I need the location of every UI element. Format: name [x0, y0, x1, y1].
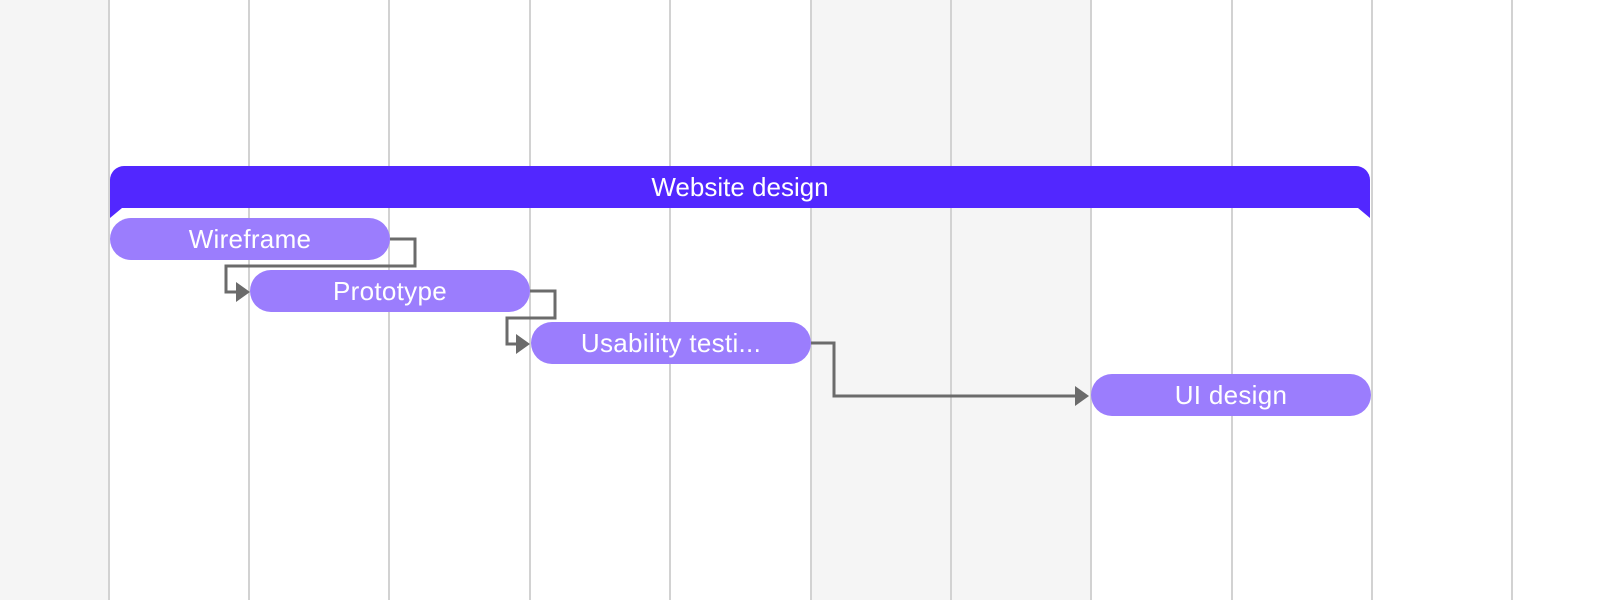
summary-bar-website-design[interactable]: Website design — [110, 166, 1370, 218]
summary-bar-label: Website design — [651, 172, 829, 202]
task-bar-label: Usability testi... — [580, 328, 762, 358]
task-bar-wireframe[interactable]: Wireframe — [110, 218, 390, 260]
timeline-column-weekend — [810, 0, 950, 600]
timeline-column — [108, 0, 248, 600]
timeline-column — [669, 0, 810, 600]
timeline-column — [1090, 0, 1231, 600]
timeline-column — [529, 0, 669, 600]
task-bar-label: UI design — [1174, 380, 1288, 410]
timeline-column — [0, 0, 110, 600]
task-bar-label: Wireframe — [188, 224, 312, 254]
summary-bar-notch-left — [110, 208, 122, 218]
task-bar-label: Prototype — [333, 276, 447, 306]
task-bar-usability-testing[interactable]: Usability testi... — [531, 322, 811, 364]
timeline-column-weekend — [950, 0, 1090, 600]
summary-bar-notch-right — [1358, 208, 1370, 218]
timeline-column — [1371, 0, 1511, 600]
task-bar-prototype[interactable]: Prototype — [250, 270, 530, 312]
task-bar-ui-design[interactable]: UI design — [1091, 374, 1371, 416]
timeline-column — [1231, 0, 1371, 600]
timeline-column — [1511, 0, 1616, 600]
